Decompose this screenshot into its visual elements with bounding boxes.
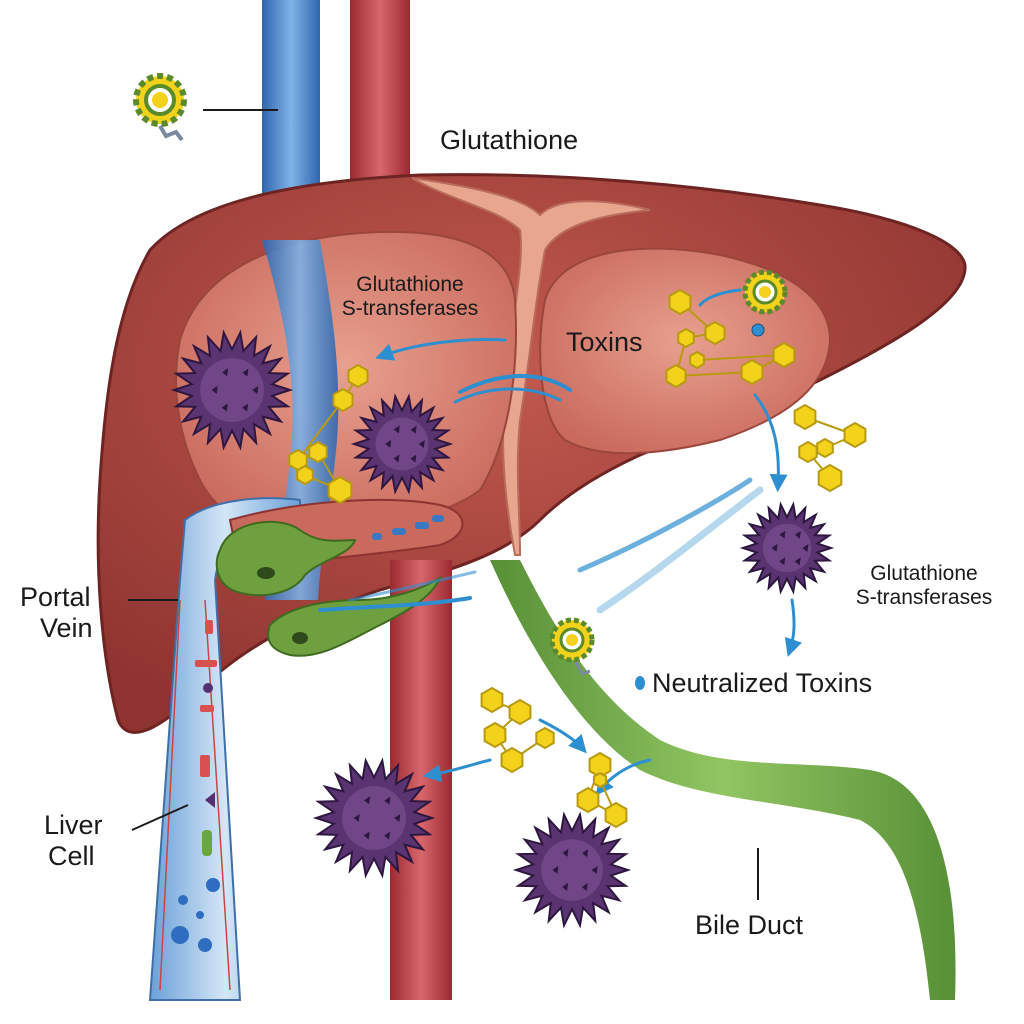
molecule-hexagon-25	[576, 786, 600, 814]
molecule-hexagon-8	[704, 320, 726, 346]
molecule-hexagon-21	[483, 721, 507, 749]
label-portal-vein-line1: Portal	[20, 582, 91, 612]
label-liver-cell-line2: Cell	[48, 841, 95, 872]
toxin-group	[170, 329, 835, 929]
molecule-hexagon-6	[296, 464, 314, 486]
toxin-5	[512, 811, 632, 929]
glutathione-enzyme-icon-duct	[549, 617, 595, 676]
label-gst-left: Glutathione S-transferases	[330, 273, 490, 321]
label-neutralized-toxins: Neutralized Toxins	[652, 668, 873, 698]
molecule-bond	[297, 399, 344, 461]
label-bile-duct: Bile Duct	[695, 910, 804, 940]
molecule-hexagon-5	[327, 475, 353, 505]
bile-duct	[490, 560, 956, 1000]
molecule-hexagon-19	[480, 686, 504, 714]
toxin-3	[739, 501, 835, 595]
toxin-2	[350, 393, 454, 495]
molecule-hexagon-20	[508, 698, 532, 726]
label-gst-left-line2: S-transferases	[341, 297, 479, 321]
molecule-hexagon-26	[604, 801, 628, 829]
label-glutathione: Glutathione	[440, 125, 579, 155]
label-gst-left-line1: Glutathione	[356, 273, 464, 296]
molecule-group	[288, 288, 867, 829]
molecule-hexagon-14	[793, 403, 817, 431]
molecule-hexagon-16	[816, 437, 834, 459]
molecule-hexagon-15	[843, 421, 867, 449]
label-gst-right: Glutathione S-transferases	[840, 562, 1008, 610]
label-liver-cell-line1: Liver	[44, 810, 103, 840]
molecule-hexagon-10	[665, 363, 687, 389]
toxin-1	[170, 329, 294, 451]
label-gst-right-line2: S-transferases	[855, 586, 993, 610]
neutralized-dot	[635, 676, 645, 690]
molecule-hexagon-23	[535, 726, 555, 750]
label-liver-cell: Liver Cell	[44, 810, 103, 872]
glutathione-enzyme-icon-top	[133, 73, 187, 142]
molecule-hexagon-18	[817, 463, 843, 493]
label-gst-right-line1: Glutathione	[870, 562, 978, 585]
pointer-lines	[128, 109, 759, 900]
molecule-hexagon-9	[677, 327, 695, 349]
molecule-hexagon-27	[592, 771, 608, 789]
molecule-hexagon-22	[500, 746, 524, 774]
molecule-hexagon-12	[772, 341, 796, 369]
molecule-hexagon-11	[740, 358, 764, 386]
molecule-hexagon-1	[347, 363, 369, 389]
gallbladder	[215, 520, 357, 597]
molecule-hexagon-17	[798, 440, 818, 464]
toxin-4	[312, 757, 436, 879]
aorta-top	[350, 0, 410, 200]
molecule-hexagon-2	[332, 387, 354, 413]
molecule-bond	[696, 354, 785, 361]
label-portal-vein-line2: Vein	[40, 613, 93, 644]
falciform-ligament	[411, 177, 651, 556]
molecule-hexagon-7	[668, 288, 692, 316]
label-toxins: Toxins	[566, 327, 643, 357]
molecule-bond	[675, 371, 753, 377]
molecule-hexagon-4	[308, 440, 328, 464]
label-portal-vein: Portal Vein	[20, 582, 93, 644]
molecule-hexagon-13	[689, 350, 705, 370]
aorta-bottom	[390, 560, 452, 1000]
portal-vein-particles	[171, 620, 220, 952]
glutathione-enzyme-icon-right	[742, 269, 788, 315]
